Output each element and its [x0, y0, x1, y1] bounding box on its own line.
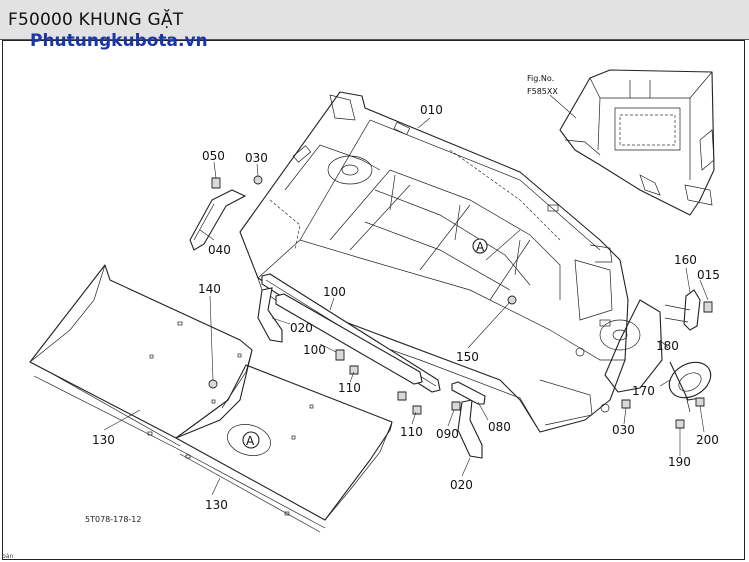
plate-180 [604, 299, 663, 393]
funnel-170 [668, 361, 712, 413]
marker-a-bottom: A [242, 431, 260, 449]
fig-number: F585XX [527, 87, 558, 96]
callout-110-upper: 110 [338, 381, 361, 395]
curved-plate-020-upper [257, 287, 283, 343]
callout-160: 160 [674, 253, 697, 267]
callout-015: 015 [697, 268, 720, 282]
cover-sheet-130-upper [29, 264, 253, 449]
reference-assembly [559, 69, 715, 216]
callout-030-lower: 030 [612, 423, 635, 437]
callout-200: 200 [696, 433, 719, 447]
callout-040: 040 [208, 243, 231, 257]
curved-plate-020-lower [457, 399, 483, 459]
header-bar: F50000 KHUNG GẶT [0, 0, 749, 40]
callout-080: 080 [488, 420, 511, 434]
drawing-code: 5T078-178-12 [85, 515, 142, 524]
strip-100 [261, 273, 441, 393]
callout-170: 170 [632, 384, 655, 398]
callout-150: 150 [456, 350, 479, 364]
callout-190: 190 [668, 455, 691, 469]
main-frame-010 [239, 91, 641, 433]
diagram-frame [2, 40, 745, 560]
callout-labels: 010 015 020 020 030 030 040 050 080 090 … [92, 103, 720, 512]
callout-100-upper: 100 [323, 285, 346, 299]
marker-a-top-text: A [476, 240, 485, 254]
callout-030-upper: 030 [245, 151, 268, 165]
callout-020-upper: 020 [290, 321, 313, 335]
callout-130-bottom: 130 [205, 498, 228, 512]
callout-010: 010 [420, 103, 443, 117]
marker-a-bottom-text: A [246, 434, 255, 448]
callout-020-lower: 020 [450, 478, 473, 492]
callout-130-left: 130 [92, 433, 115, 447]
bracket-040 [189, 189, 247, 251]
callout-140: 140 [198, 282, 221, 296]
callout-090: 090 [436, 427, 459, 441]
fig-label: Fig.No. [527, 74, 554, 83]
marker-a-top: A [472, 238, 488, 254]
cover-sheet-130-lower [175, 364, 393, 533]
sheet-holes [147, 321, 314, 516]
callout-100-lower: 100 [303, 343, 326, 357]
strap-080 [451, 381, 486, 405]
corner-note: bản [2, 553, 14, 560]
callout-050: 050 [202, 149, 225, 163]
callout-180: 180 [656, 339, 679, 353]
page-title: F50000 KHUNG GẶT [8, 10, 184, 30]
watermark-text: Phutungkubota.vn [30, 31, 208, 51]
callout-110-lower: 110 [400, 425, 423, 439]
leader-lines [103, 94, 709, 496]
